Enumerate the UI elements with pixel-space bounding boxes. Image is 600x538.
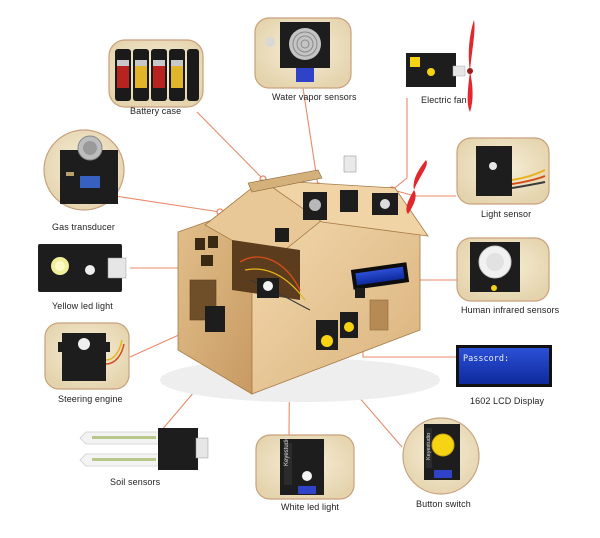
- callout-soil-sensors: [79, 428, 209, 470]
- callout-yellow-led: [38, 244, 127, 292]
- callout-battery-case: [108, 39, 204, 108]
- smart-house-model: [160, 155, 440, 402]
- water-vapor-sensor-icon: [265, 22, 330, 82]
- yellow-led-module-icon: [38, 244, 127, 292]
- label-steering-engine: Steering engine: [58, 394, 123, 404]
- label-human-infrared: Human infrared sensors: [461, 305, 560, 315]
- lcd-screen-text: Passcord:: [463, 354, 509, 364]
- callout-gas-transducer: [43, 129, 125, 211]
- callout-lcd-display: Passcord:: [456, 345, 552, 387]
- label-button-switch: Button switch: [416, 499, 471, 509]
- label-gas-transducer: Gas transducer: [52, 222, 115, 232]
- leader-gas: [114, 195, 221, 213]
- label-battery-case: Battery case: [130, 106, 182, 116]
- leader-battery: [196, 111, 264, 180]
- label-white-led: White led light: [281, 502, 340, 512]
- soil-sensor-icon: [79, 428, 209, 470]
- leader-light: [392, 189, 456, 197]
- white-led-module-icon: Keyestudio: [280, 436, 324, 495]
- callout-water-vapor: [254, 17, 352, 89]
- push-button-icon: Keyestudio: [424, 424, 460, 480]
- servo-icon: [58, 333, 125, 381]
- light-sensor-icon: [476, 146, 546, 196]
- label-water-vapor: Water vapor sensors: [272, 92, 357, 102]
- callout-steering-engine: [44, 322, 130, 390]
- label-yellow-led: Yellow led light: [52, 301, 113, 311]
- callout-white-led: Keyestudio: [255, 434, 355, 500]
- label-lcd-display: 1602 LCD Display: [470, 396, 545, 406]
- callout-light-sensor: [456, 137, 550, 205]
- button-board-brand: Keyestudio: [426, 433, 432, 460]
- fan-blade-icon: [467, 20, 475, 112]
- callout-human-infrared: [456, 237, 550, 302]
- label-soil-sensors: Soil sensors: [110, 477, 161, 487]
- leader-water: [302, 87, 319, 187]
- label-light-sensor: Light sensor: [481, 209, 532, 219]
- leader-fan: [391, 98, 408, 191]
- label-electric-fan: Electric fan: [421, 95, 467, 105]
- white-led-board-brand: Keyestudio: [284, 436, 290, 466]
- lcd-display-icon: Passcord:: [456, 345, 552, 387]
- fan-module-icon: [406, 53, 466, 87]
- callout-electric-fan: [406, 20, 475, 112]
- callout-button-switch: Keyestudio: [402, 417, 480, 495]
- pir-sensor-icon: [470, 242, 520, 292]
- gas-sensor-icon: [60, 135, 118, 204]
- battery-icon: [115, 49, 199, 101]
